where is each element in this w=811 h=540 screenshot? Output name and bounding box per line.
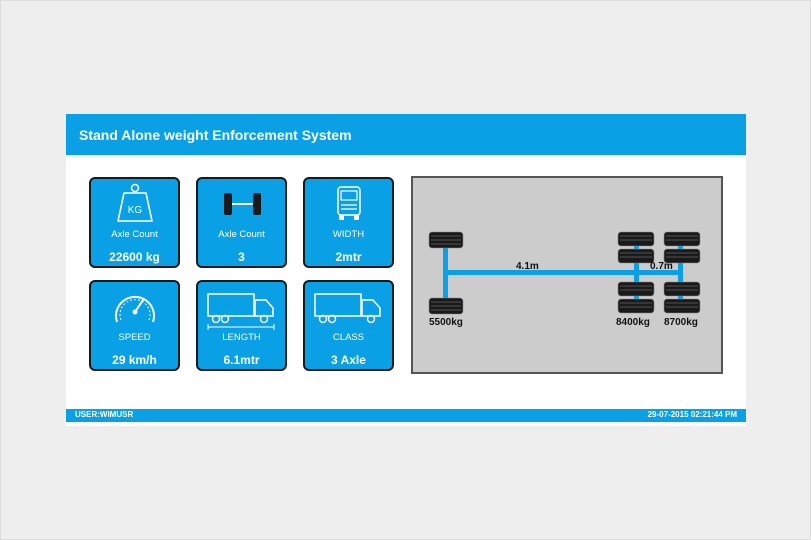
- chassis-beam: [443, 270, 681, 275]
- tile-axle-count: Axle Count 3: [196, 177, 287, 268]
- svg-text:KG: KG: [128, 205, 143, 216]
- tile-class: CLASS 3 Axle: [303, 280, 394, 371]
- tile-speed: SPEED 29 km/h: [89, 280, 180, 371]
- header-bar: Stand Alone weight Enforcement System: [66, 114, 746, 155]
- current-user: USER:WIMUSR: [75, 410, 134, 419]
- axle-diagram: 4.1m 0.7m 5500kg 8400kg 8700kg: [411, 176, 723, 374]
- truck-side-icon: [207, 293, 275, 330]
- tile-value: 2mtr: [335, 250, 362, 264]
- tile-label: LENGTH: [222, 332, 261, 343]
- weight-kg-icon: KG: [117, 183, 153, 222]
- tile-label: Axle Count: [218, 229, 265, 240]
- axle-shaft: [678, 236, 683, 308]
- axle-weight-2: 8400kg: [616, 317, 650, 328]
- axle-layout-graphic: [428, 231, 701, 315]
- tile-label: SPEED: [118, 332, 151, 343]
- tyre-group: [428, 231, 464, 315]
- tile-width: WIDTH 2mtr: [303, 177, 394, 268]
- status-bar: USER:WIMUSR 29-07-2015 02:21:44 PM: [66, 409, 746, 422]
- tile-length: LENGTH 6.1mtr: [196, 280, 287, 371]
- speedometer-icon: [115, 295, 155, 323]
- tile-value: 22600 kg: [109, 250, 160, 264]
- axle-shaft: [443, 236, 448, 308]
- axle-spacing-1: 4.1m: [516, 261, 539, 272]
- axle-weight-1: 5500kg: [429, 317, 463, 328]
- tile-value: 29 km/h: [112, 353, 157, 367]
- axle-icon: [224, 193, 261, 215]
- axle-weight-3: 8700kg: [664, 317, 698, 328]
- page-title: Stand Alone weight Enforcement System: [79, 127, 352, 143]
- axle-shaft: [634, 236, 639, 308]
- tile-gross-weight: KG Axle Count 22600 kg: [89, 177, 180, 268]
- tile-value: 6.1mtr: [223, 353, 260, 367]
- truck-front-icon: [337, 186, 361, 220]
- timestamp: 29-07-2015 02:21:44 PM: [647, 410, 737, 419]
- tile-label: WIDTH: [332, 229, 365, 240]
- truck-side-icon: [314, 293, 381, 324]
- tyre-group: [663, 231, 701, 314]
- axle-spacing-2: 0.7m: [650, 261, 673, 272]
- tyre-group: [617, 231, 655, 314]
- tile-value: 3 Axle: [331, 353, 366, 367]
- tile-label: Axle Count: [111, 229, 158, 240]
- tile-value: 3: [238, 250, 245, 264]
- main-panel: Stand Alone weight Enforcement System KG…: [66, 114, 746, 426]
- tile-label: CLASS: [332, 332, 365, 343]
